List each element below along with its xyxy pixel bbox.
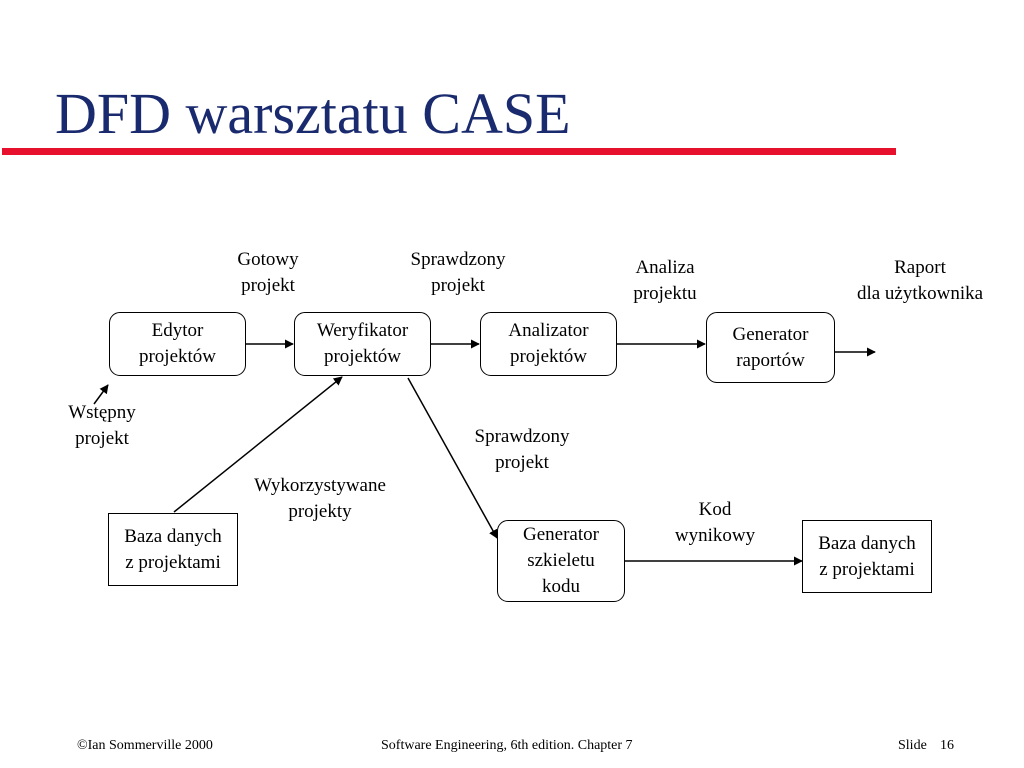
flow-label-raport: Raport dla użytkownika (856, 257, 984, 304)
flow-label-wstepny: Wstępny projekt (68, 402, 136, 449)
baza-danych-store-right: Baza danych z projektami (802, 520, 932, 593)
title-underline (2, 148, 896, 155)
slide-title: DFD warsztatu CASE (55, 81, 571, 146)
flow-label-kod: Kod wynikowy (674, 499, 756, 546)
analizator-projektow-process: Analizator projektów (480, 312, 617, 376)
footer-slide-number: 16 (940, 738, 954, 753)
generator-raportow-process: Generator raportów (706, 312, 835, 383)
edytor-projektow-process: Edytor projektów (109, 312, 246, 376)
baza-danych-store-left: Baza danych z projektami (108, 513, 238, 586)
flow-label-wykorzystywane: Wykorzystywane projekty (254, 475, 386, 522)
arrow-wstepny-to-edytor (93, 384, 109, 405)
footer-book: Software Engineering, 6th edition. Chapt… (381, 738, 633, 753)
flow-label-sprawdzony-top: Sprawdzony projekt (410, 249, 506, 296)
generator-kodu-process: Generator szkieletu kodu (497, 520, 625, 602)
flow-label-sprawdzony-mid: Sprawdzony projekt (474, 426, 570, 473)
flow-label-analiza: Analiza projektu (633, 257, 697, 304)
arrow-baza-to-weryfikator (173, 376, 343, 513)
footer-slide-label: Slide (898, 738, 927, 753)
flow-label-gotowy: Gotowy projekt (237, 249, 299, 296)
footer-copyright: ©Ian Sommerville 2000 (77, 738, 213, 753)
arrow-weryfikator-to-generator-kodu (407, 377, 498, 539)
weryfikator-projektow-process: Weryfikator projektów (294, 312, 431, 376)
